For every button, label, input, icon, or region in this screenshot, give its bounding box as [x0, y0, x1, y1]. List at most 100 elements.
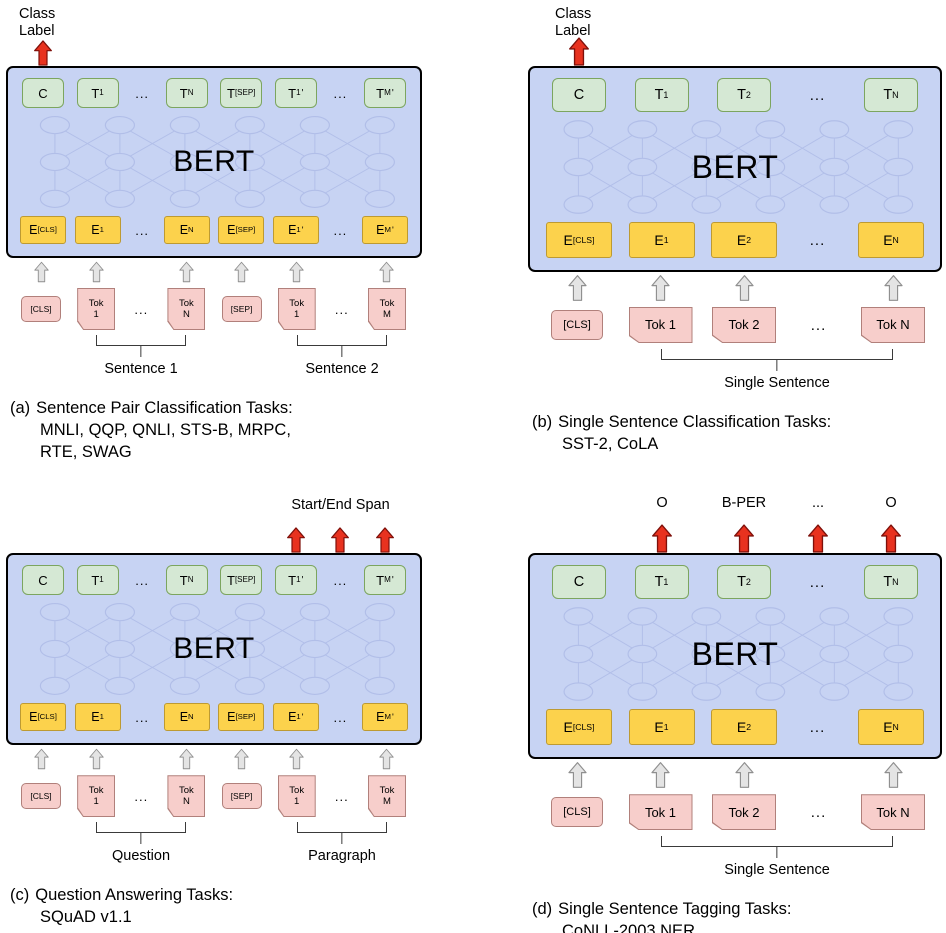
caption-line: CoNLL-2003 NER — [562, 922, 695, 933]
column: C — [544, 565, 614, 600]
label-text: Tok N — [876, 317, 910, 333]
bert-body: BERT — [20, 110, 408, 214]
column: [CLS] — [542, 797, 612, 828]
label-text: [CLS] — [30, 304, 52, 314]
column — [219, 746, 265, 772]
column — [364, 259, 410, 285]
label-text: T — [226, 572, 235, 588]
label-text: T — [654, 87, 664, 103]
label-text: T — [179, 572, 188, 588]
output-token-box: T[SEP] — [220, 565, 263, 596]
embedding-box: E[SEP] — [218, 216, 265, 244]
column: ... — [792, 232, 844, 249]
ellipsis-dots: ... — [333, 85, 348, 101]
label-text: [CLS] — [30, 791, 52, 802]
column: ... — [129, 710, 155, 725]
gray-arrow-icon — [234, 748, 249, 769]
column: ... — [128, 789, 154, 804]
input-token-box: Tok 2 — [712, 307, 776, 343]
ellipsis-dots: ... — [333, 222, 348, 238]
prime-mark: ' — [391, 87, 394, 99]
top-heading-line: Start/End Span — [291, 497, 390, 514]
red-arrow-icon — [331, 527, 349, 553]
label-text: [CLS] — [563, 319, 591, 331]
label-text: Tok 1 — [644, 317, 677, 333]
label-text: E — [654, 719, 664, 736]
input-token-box: Tok N — [861, 307, 925, 343]
input-arrow-row — [528, 759, 942, 790]
column — [163, 259, 209, 285]
gray-arrow-icon — [651, 761, 670, 788]
caption-text: Sentence Pair Classification Tasks: — [36, 399, 293, 417]
label-text: E — [91, 223, 100, 237]
bert-network-graphic — [563, 607, 914, 702]
label-text: Tok 1 — [644, 804, 677, 820]
label-text: T — [179, 85, 188, 101]
label-line: Tok — [88, 297, 104, 309]
gray-arrow-icon — [179, 748, 194, 769]
token-shape-fill — [862, 795, 924, 830]
label-text: E — [563, 232, 573, 248]
gray-arrow-icon — [651, 274, 670, 301]
bert-body: BERT — [544, 601, 926, 707]
caption-line: SQuAD v1.1 — [40, 908, 132, 927]
column: ... — [792, 87, 844, 104]
label-text: [SEP] — [230, 791, 253, 802]
input-arrow-row — [528, 272, 942, 303]
prime-mark: ' — [391, 712, 394, 723]
bracket-stem — [341, 346, 343, 357]
input-token-box: [CLS] — [551, 797, 603, 828]
ellipsis-dots: ... — [135, 572, 150, 588]
column: ... — [792, 719, 844, 736]
gray-arrow-icon — [379, 261, 395, 282]
gray-arrow-icon — [33, 748, 49, 769]
caption-line: MNLI, QQP, QNLI, STS-B, MRPC, — [40, 420, 291, 439]
bracket — [297, 335, 387, 346]
input-token-box: Tok 1 — [628, 794, 693, 831]
label-text: T — [654, 574, 664, 591]
column: E[CLS] — [20, 216, 66, 244]
column — [542, 760, 612, 790]
caption: (c)Question Answering Tasks:SQuAD v1.1 — [6, 885, 454, 929]
label-text: E — [736, 719, 747, 736]
column: T[SEP] — [218, 78, 264, 108]
input-token-box: Tok 2 — [712, 794, 776, 831]
input-token-box: [CLS] — [21, 296, 61, 322]
column — [542, 273, 612, 303]
caption-text: Question Answering Tasks: — [35, 886, 234, 905]
input-token-label: Tok N — [876, 317, 909, 333]
column — [163, 746, 209, 772]
token-shape-fill — [713, 795, 775, 830]
gray-arrow-icon — [567, 274, 587, 301]
gray-arrow-icon — [289, 261, 304, 282]
embedding-box: E[CLS] — [546, 222, 612, 258]
bracket-layer: Single Sentence — [528, 833, 942, 889]
column: C — [544, 78, 614, 112]
